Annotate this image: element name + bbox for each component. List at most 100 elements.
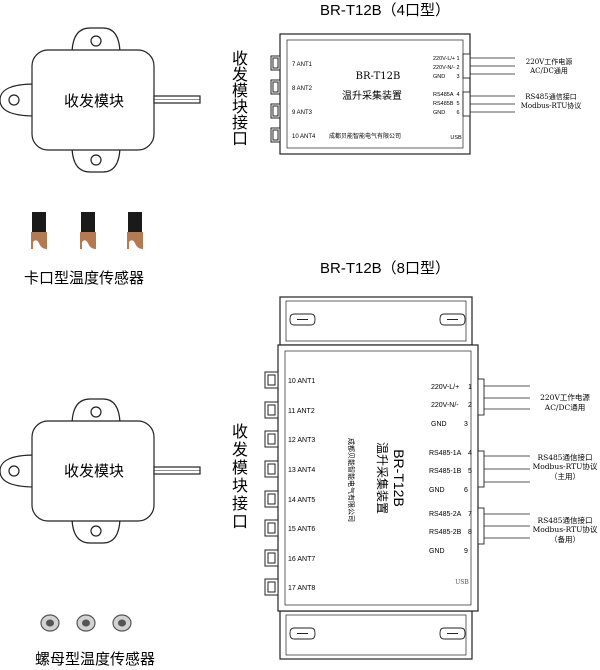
ant-connector xyxy=(264,430,279,448)
clip-sensor xyxy=(127,212,143,249)
device-4port-model: BR-T12B xyxy=(356,71,401,82)
note-line: Modbus-RTU协议 xyxy=(533,461,598,471)
ant-label: 7 ANT1 xyxy=(292,62,313,68)
terminal-name: 220V-N/- xyxy=(433,65,455,71)
port-label-char: 口 xyxy=(232,129,248,148)
terminal-num: 1 xyxy=(456,56,459,62)
ant-label: 8 ANT2 xyxy=(292,86,313,92)
port-label-char: 发 xyxy=(232,440,248,459)
terminal-num: 5 xyxy=(468,468,472,475)
ant-label: 15 ANT6 xyxy=(288,526,315,533)
nut-sensor xyxy=(40,614,60,632)
ant-connector xyxy=(264,460,279,478)
terminal-name: RS485B xyxy=(433,101,454,107)
ant-connector xyxy=(264,371,279,389)
note-line: Modbus-RTU协议 xyxy=(521,101,582,110)
terminal-block-power xyxy=(477,378,485,416)
module-label-bottom: 收发模块 xyxy=(64,462,124,480)
device-4port-terminal-labels: 220V-L/+ 1 220V-N/- 2 GND 3 RS485A 4 RS4… xyxy=(433,56,460,116)
note-line: RS485通信接口 xyxy=(537,452,592,462)
note-line: 220V工作电源 xyxy=(526,57,572,66)
ant-label: 9 ANT3 xyxy=(292,110,313,116)
port-label-char: 模 xyxy=(232,458,248,477)
terminal-num: 6 xyxy=(456,110,459,116)
nut-sensor-label: 螺母型温度传感器 xyxy=(35,650,155,668)
terminal-name: 220V-L/+ xyxy=(433,56,455,62)
usb-label: USB xyxy=(455,579,469,586)
device-4port-ant-labels: 7 ANT1 8 ANT2 9 ANT3 10 ANT4 xyxy=(292,62,316,140)
ant-label: 11 ANT2 xyxy=(288,408,315,415)
device-8port xyxy=(264,296,530,660)
port-label-char: 接 xyxy=(232,494,248,513)
terminal-num: 5 xyxy=(456,101,459,107)
ant-label: 10 ANT4 xyxy=(292,134,316,140)
port-label-char: 接 xyxy=(232,113,248,132)
device-8port-ant-labels: 10 ANT1 11 ANT2 12 ANT3 13 ANT4 14 ANT5 … xyxy=(288,378,315,592)
device-4port-company: 成都贝能智能电气有限公司 xyxy=(329,132,401,140)
terminal-name: RS485-2A xyxy=(429,511,462,518)
port-label-char: 收 xyxy=(232,422,248,441)
terminal-num: 9 xyxy=(464,548,468,555)
usb-label: USB xyxy=(450,135,462,141)
ant-connector xyxy=(264,490,279,508)
port-label-char: 发 xyxy=(232,65,248,84)
port-label-char: 模 xyxy=(232,81,248,100)
terminal-name: 220V-L/+ xyxy=(431,384,459,391)
terminal-num: 8 xyxy=(468,529,472,536)
ant-connector xyxy=(264,401,279,419)
transceiver-module-top xyxy=(0,27,201,173)
terminal-block-power xyxy=(462,53,471,79)
mid-title: BR-T12B（8口型） xyxy=(320,260,450,277)
note-line: 220V工作电源 xyxy=(540,392,590,402)
terminal-name: 220V-N/- xyxy=(431,402,459,409)
device-4port xyxy=(270,33,515,155)
ant-label: 16 ANT7 xyxy=(288,556,315,563)
module-label-top: 收发模块 xyxy=(64,92,124,110)
port-label-top: 收 发 模 块 接 口 xyxy=(232,49,248,148)
terminal-name: GND xyxy=(433,110,445,116)
device-8port-name: 温升采集装置 xyxy=(375,442,390,514)
terminal-num: 2 xyxy=(456,65,459,71)
top-title: BR-T12B（4口型） xyxy=(320,2,450,19)
ant-connector xyxy=(270,127,281,143)
clip-sensor xyxy=(31,212,47,249)
clip-sensors xyxy=(31,212,143,249)
ant-label: 14 ANT5 xyxy=(288,497,315,504)
terminal-name: GND xyxy=(433,74,445,80)
terminal-block-rs485-main xyxy=(477,450,485,488)
terminal-name: GND xyxy=(429,548,445,555)
ant-connector xyxy=(264,519,279,537)
ant-label: 13 ANT4 xyxy=(288,467,315,474)
clip-sensor-label: 卡口型温度传感器 xyxy=(24,269,144,287)
terminal-num: 1 xyxy=(468,384,472,391)
note-line: Modbus-RTU协议 xyxy=(533,524,598,534)
nut-sensor xyxy=(76,614,96,632)
terminal-num: 6 xyxy=(464,487,468,494)
terminal-name: GND xyxy=(429,487,445,494)
clip-sensor xyxy=(80,212,96,249)
device-8port-model: BR-T12B xyxy=(391,449,407,507)
terminal-name: RS485-2B xyxy=(429,529,462,536)
terminal-name: RS485-1B xyxy=(429,468,462,475)
terminal-num: 3 xyxy=(464,421,468,428)
note-line: （主用） xyxy=(550,471,580,481)
ant-label: 12 ANT3 xyxy=(288,437,315,444)
port-label-bottom: 收 发 模 块 接 口 xyxy=(232,422,248,531)
terminal-num: 3 xyxy=(456,74,459,80)
ant-connector xyxy=(264,578,279,596)
port-label-char: 收 xyxy=(232,49,248,68)
note-line: RS485通信接口 xyxy=(537,515,592,525)
nut-sensors xyxy=(40,614,132,632)
ant-connector xyxy=(264,549,279,567)
device-8port-terminal-labels: 220V-L/+ 1 220V-N/- 2 GND 3 RS485-1A 4 R… xyxy=(429,384,472,555)
terminal-num: 4 xyxy=(456,92,459,98)
ant-label: 10 ANT1 xyxy=(288,378,315,385)
ant-connector xyxy=(270,103,281,119)
terminal-num: 7 xyxy=(468,511,472,518)
note-line: AC/DC通用 xyxy=(544,402,585,412)
port-label-char: 口 xyxy=(232,512,248,531)
terminal-name: RS485A xyxy=(433,92,454,98)
terminal-num: 4 xyxy=(468,450,472,457)
device-8port-company: 成都贝能智能电气有限公司 xyxy=(347,438,356,522)
